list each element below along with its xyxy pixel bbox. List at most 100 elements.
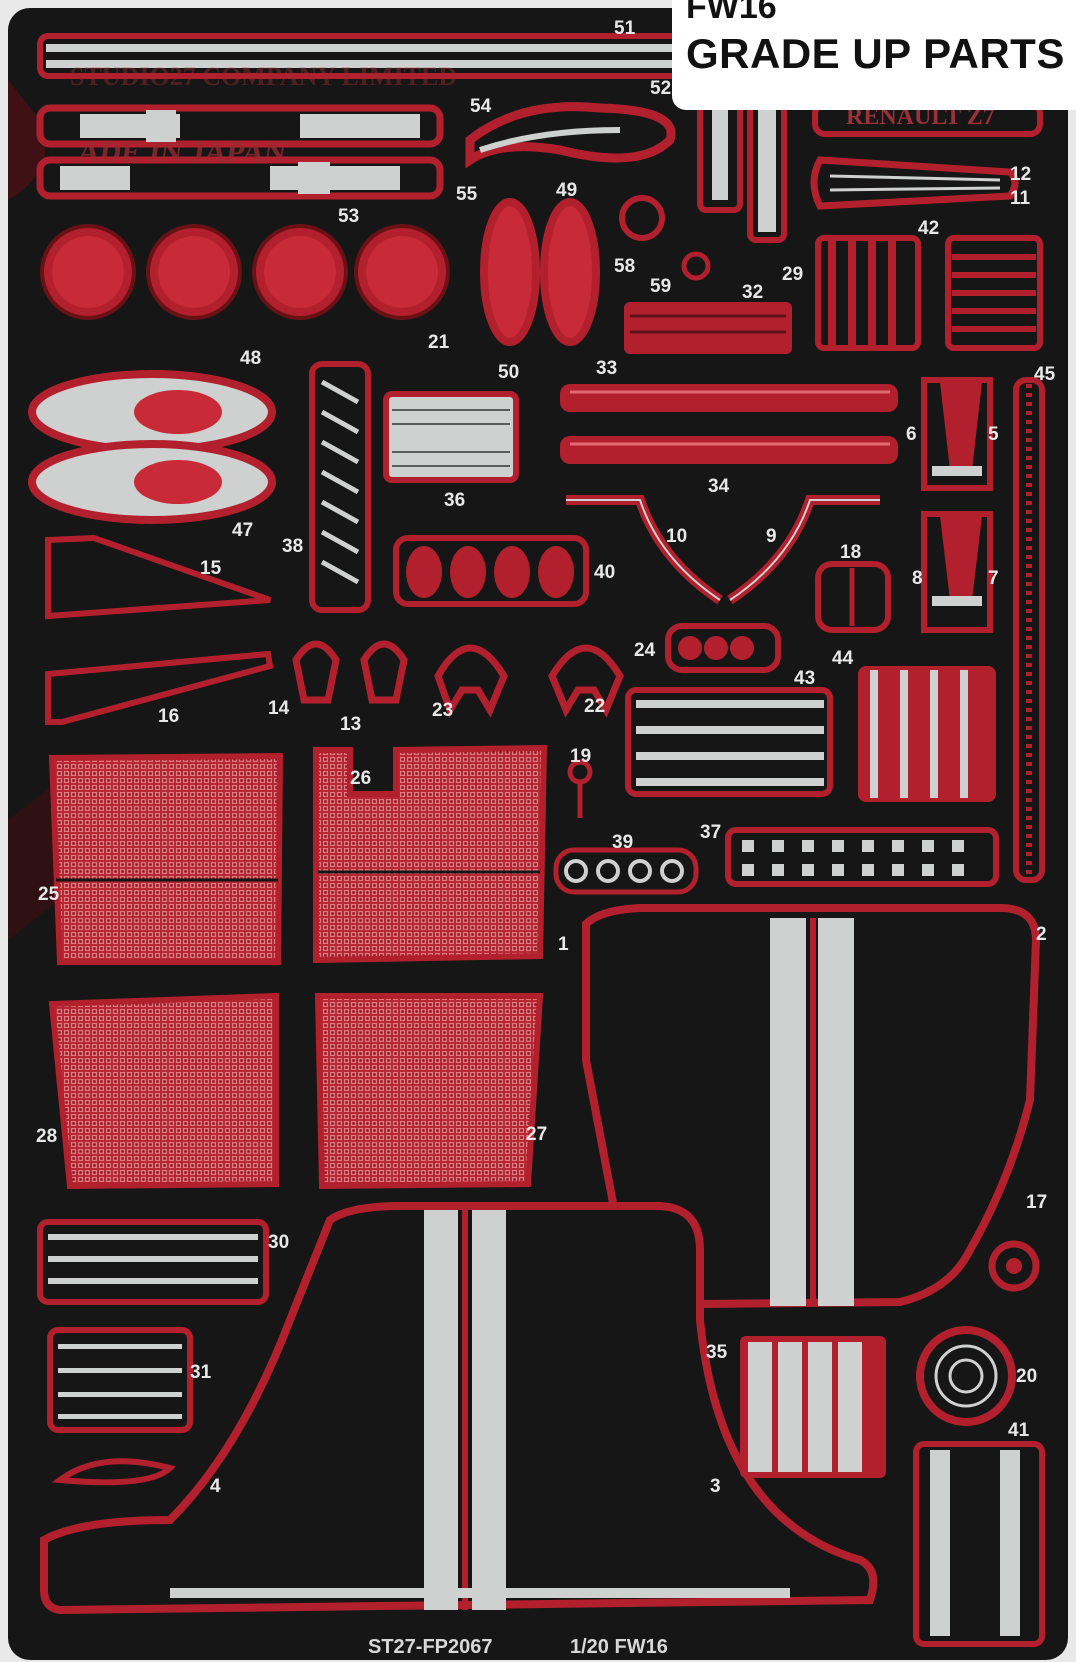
pn-33: 33 — [596, 358, 617, 379]
pn-31: 31 — [190, 1362, 212, 1383]
pn-52: 52 — [650, 78, 671, 99]
footer-product-code: ST27-FP2067 — [368, 1636, 493, 1658]
part-54-55 — [465, 102, 676, 169]
part-3-4-floor — [40, 1202, 878, 1615]
pn-34: 34 — [708, 476, 730, 497]
part-35 — [740, 1336, 886, 1478]
pn-41: 41 — [1008, 1420, 1030, 1441]
pn-42: 42 — [918, 218, 939, 239]
part-24 — [665, 623, 781, 673]
pn-55: 55 — [456, 184, 478, 205]
part-5-8 — [921, 377, 993, 633]
part-18 — [815, 561, 891, 633]
part-33-34 — [560, 384, 898, 464]
title-label: FW16 GRADE UP PARTS — [672, 0, 1076, 110]
part-39 — [553, 847, 699, 895]
part-53 — [36, 104, 444, 200]
pn-28: 28 — [36, 1126, 57, 1147]
pn-22: 22 — [584, 696, 605, 717]
pn-43: 43 — [794, 668, 815, 689]
pn-30: 30 — [268, 1232, 289, 1253]
pn-16: 16 — [158, 706, 179, 727]
pn-39: 39 — [612, 832, 633, 853]
part-number-labels: 5 1 52 54 53 55 49 12 11 42 2 9 58 59 32 2… — [36, 18, 1056, 1497]
part-29-42 — [815, 235, 1043, 351]
part-49-50 — [480, 198, 600, 346]
mesh-25 — [48, 752, 284, 965]
pn-10: 10 — [666, 526, 687, 547]
pn-54: 54 — [470, 96, 492, 117]
made-in-japan-watermark: ADE IN JAPAN — [75, 136, 289, 169]
part-30 — [37, 1219, 269, 1305]
part-31 — [47, 1327, 193, 1486]
pn-50: 50 — [498, 362, 519, 383]
mesh-27 — [314, 993, 544, 1190]
pn-23: 23 — [432, 700, 453, 721]
pn-6: 6 — [906, 424, 917, 445]
pn-49: 49 — [556, 180, 577, 201]
title-grade-up: GRADE UP PARTS — [686, 30, 1065, 77]
part-45 — [1013, 377, 1045, 883]
pn-17: 17 — [1026, 1192, 1047, 1213]
pn-47: 47 — [232, 520, 253, 541]
pn-27: 27 — [526, 1124, 547, 1145]
part-21-discs — [40, 224, 450, 320]
part-58-59 — [619, 195, 711, 281]
pn-7: 7 — [988, 568, 999, 589]
pn-26: 26 — [350, 768, 371, 789]
pn-40: 40 — [594, 562, 615, 583]
pn-20: 20 — [1016, 1366, 1037, 1387]
part-19 — [567, 759, 593, 818]
pn-24: 24 — [634, 640, 656, 661]
pn-2: 2 — [1036, 924, 1047, 945]
pn-21: 21 — [428, 332, 450, 353]
part-41 — [913, 1441, 1045, 1647]
pn-14: 14 — [268, 698, 290, 719]
pn-3: 3 — [710, 1476, 721, 1497]
pn-35: 35 — [706, 1342, 728, 1363]
part-11-12 — [810, 156, 1019, 210]
part-36 — [383, 391, 519, 483]
pn-13: 13 — [340, 714, 361, 735]
part-40 — [393, 535, 589, 607]
pn-48: 48 — [240, 348, 261, 369]
pn-36: 36 — [444, 490, 465, 511]
pn-19: 19 — [570, 746, 591, 767]
part-44 — [858, 666, 996, 802]
pn-12: 12 — [1010, 164, 1031, 185]
pn-18: 18 — [840, 542, 861, 563]
pn-53: 53 — [338, 206, 359, 227]
pn-45: 45 — [1034, 364, 1056, 385]
title-model: FW16 — [686, 0, 777, 26]
part-38 — [309, 361, 371, 613]
pn-32: 32 — [742, 282, 763, 303]
part-1-2-floor — [582, 904, 1041, 1309]
pn-11: 11 — [1010, 188, 1031, 209]
mesh-26 — [313, 744, 548, 964]
part-32 — [624, 302, 792, 354]
part-17-20 — [916, 1240, 1040, 1426]
pn-5: 5 — [988, 424, 999, 445]
pn-44: 44 — [832, 648, 854, 669]
pn-15: 15 — [200, 558, 222, 579]
part-47-48 — [28, 370, 276, 524]
pn-9: 9 — [766, 526, 777, 547]
mesh-28 — [48, 992, 279, 1190]
pn-1: 1 — [558, 934, 569, 955]
company-watermark: STUDIO27 COMPANY LIMITED — [70, 62, 458, 91]
pn-8: 8 — [912, 568, 923, 589]
pn-25: 25 — [38, 884, 60, 905]
part-9-10 — [566, 495, 880, 605]
part-43 — [625, 687, 833, 797]
pn-58: 58 — [614, 256, 635, 277]
pn-59: 59 — [650, 276, 671, 297]
pn-4: 4 — [210, 1476, 221, 1497]
part-37 — [725, 827, 999, 887]
footer-scale-model: 1/20 FW16 — [570, 1636, 668, 1658]
pn-37: 37 — [700, 822, 721, 843]
part-15-16 — [45, 534, 274, 725]
pn-38: 38 — [282, 536, 303, 557]
part-13-14-22-23 — [292, 640, 624, 719]
